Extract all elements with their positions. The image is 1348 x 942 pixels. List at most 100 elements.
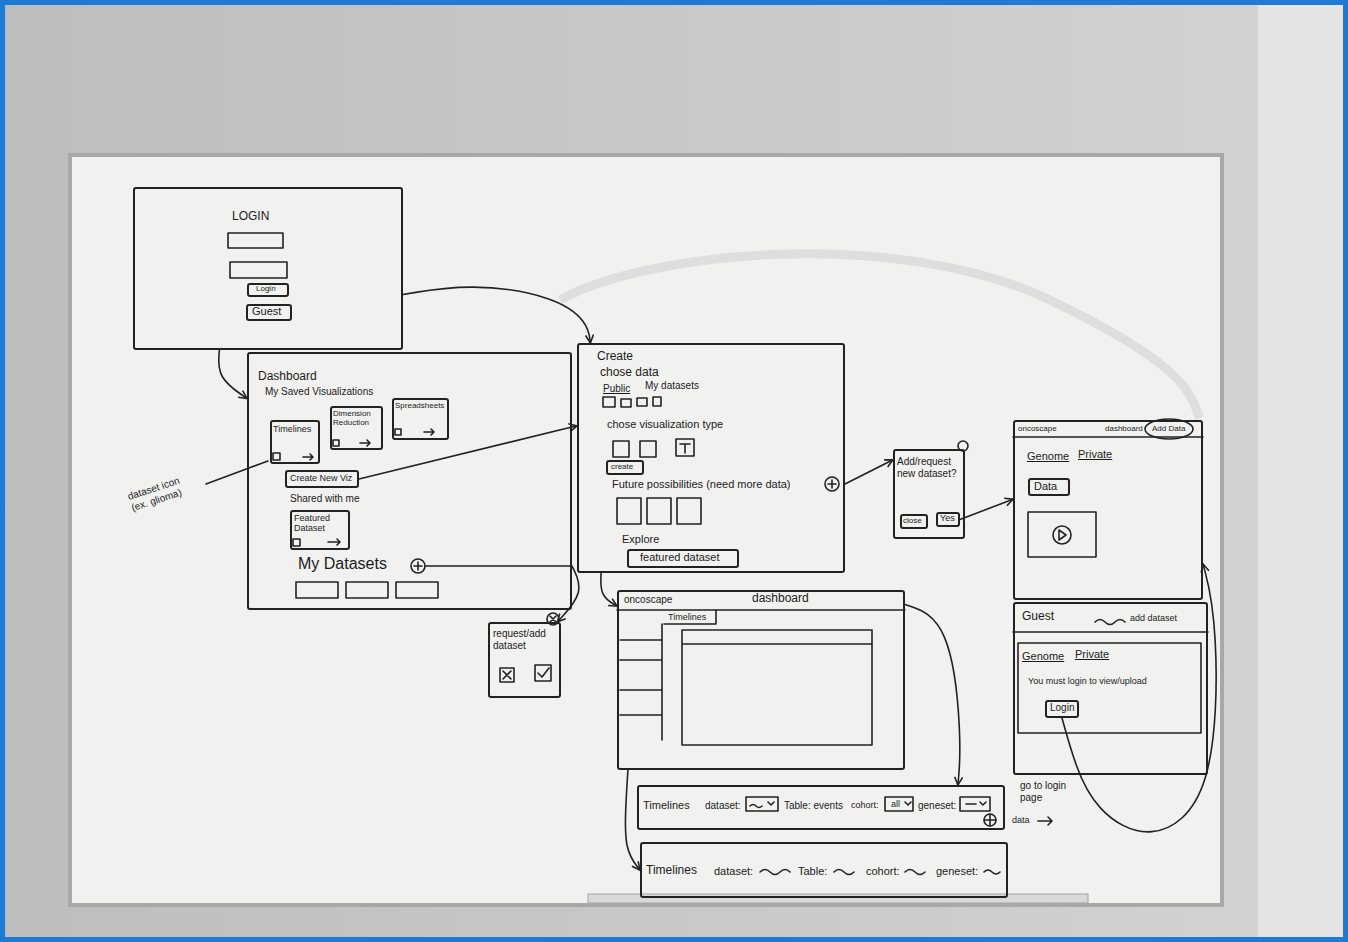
create-button: Create New Viz: [285, 470, 359, 488]
dropdowns: [746, 797, 990, 811]
app-page: oncoscape dashboard Add DataGenome PrivateD…: [1013, 420, 1203, 600]
node-text: Timelines: [643, 799, 690, 812]
video-frame: [1028, 512, 1096, 557]
node-text: Timelines: [646, 864, 697, 878]
node-text: Shared with me: [290, 493, 359, 505]
connector-arrow: [359, 426, 577, 479]
node-text: My Saved Visualizations: [265, 386, 373, 398]
popup-dialog: Add/request new dataset? close Yes: [893, 449, 965, 539]
close-icon: [958, 441, 968, 451]
whiteboard: [70, 155, 1222, 905]
node-text: Private: [1078, 448, 1112, 461]
node-text: Explore: [622, 533, 659, 546]
node-text: cohort:: [866, 865, 900, 878]
node-text: My datasets: [645, 380, 699, 392]
guest-button: Guest: [246, 304, 292, 321]
login-button: Login: [247, 283, 289, 297]
node-text: Guest: [1022, 610, 1054, 624]
node-text: Future possibilities (need more data): [612, 478, 791, 491]
node-text: geneset:: [936, 865, 978, 878]
node-text: Spreadsheets: [395, 401, 444, 410]
viz-card: Dimension Reduction: [330, 406, 383, 450]
side-wall: [1258, 0, 1348, 942]
node-text: Public: [603, 383, 630, 395]
node-text: Table: events: [784, 800, 843, 812]
app-page: Guestadd datasetGenomePrivateYou must lo…: [1013, 602, 1208, 775]
node-text: cohort:: [851, 800, 879, 810]
node-text: You must login to view/upload: [1028, 676, 1147, 686]
node-text: dataset:: [705, 800, 741, 812]
node-text: oncoscape: [624, 594, 672, 606]
note-label: data: [1012, 815, 1030, 825]
play-button: [1053, 526, 1071, 544]
viz-card: Timelines: [270, 420, 320, 464]
node-text: Login: [1050, 702, 1074, 714]
featured-button: featured dataset: [627, 549, 739, 568]
future-viz-icons: [617, 498, 701, 524]
node-text: LOGIN: [232, 210, 269, 224]
globe-icon: [984, 814, 996, 826]
node-text: Create: [597, 350, 633, 364]
connector-arrow: [219, 350, 247, 398]
dataset-tiles: [296, 582, 438, 598]
login-button: Login: [1045, 700, 1079, 718]
node-text: Create New Viz: [290, 473, 352, 483]
viz-card: Spreadsheets: [392, 398, 449, 440]
node-text: Guest: [252, 305, 281, 318]
node-text: Data: [1034, 480, 1057, 493]
node-text: Genome: [1027, 450, 1069, 463]
node-text: Add/request new dataset?: [897, 456, 959, 479]
close-button: close: [900, 514, 928, 529]
photo-frame: [3, 3, 1346, 940]
small-arrow: [1038, 817, 1052, 825]
node-text: oncoscape: [1018, 424, 1057, 433]
connector-arrow: [557, 566, 579, 622]
leader-line: [206, 461, 268, 484]
node-text: Dashboard: [258, 370, 317, 384]
erased-smudge: [560, 254, 1200, 418]
node-text: Add Data: [1152, 424, 1185, 433]
viz-type-icons: [613, 439, 694, 457]
connector-arrow: [403, 287, 590, 343]
data-option-icons: [603, 397, 661, 407]
plus-sign: [828, 480, 836, 488]
guest-wireframe: [1013, 620, 1208, 734]
yes-button: Yes: [936, 512, 960, 527]
note-label: dataset icon (ex. glioma): [126, 470, 200, 514]
cancel-confirm-icons: [500, 665, 551, 682]
node-text: geneset:: [918, 800, 956, 812]
add-leader: [414, 562, 570, 570]
node-text: chose data: [600, 366, 659, 380]
header-line: [1013, 436, 1203, 438]
close-icon: [550, 616, 556, 622]
node-text: Timelines: [668, 612, 706, 622]
data-button: Data: [1028, 478, 1070, 496]
node-text: Featured Dataset: [294, 513, 346, 534]
highlight-circle: [1145, 419, 1193, 439]
node-text: request/add dataset: [493, 628, 555, 651]
node-text: dataset:: [714, 865, 753, 878]
node-text: close: [903, 516, 922, 525]
node-text: Timelines: [273, 424, 311, 434]
node-text: Private: [1075, 648, 1109, 661]
node-text: Genome: [1022, 650, 1064, 663]
create-button: create: [606, 460, 644, 475]
dataset-card: Featured Dataset: [290, 510, 350, 550]
connector-arrow: [905, 604, 960, 785]
connector-arrow: [601, 573, 617, 606]
node-text: create: [611, 462, 633, 471]
toolbar: Timelinesdataset:Table:cohort:geneset:: [640, 842, 1008, 898]
connector-arrow: [960, 499, 1013, 519]
play-button: [1059, 530, 1066, 540]
node-text: dashboard: [1105, 424, 1143, 433]
node-text: Login: [256, 284, 276, 293]
node-text: featured dataset: [640, 551, 720, 564]
app-window: oncoscapedashboardTimelines: [617, 590, 905, 770]
login-page: LOGIN LoginGuest: [133, 187, 403, 350]
input-fields: [228, 233, 287, 278]
connector-arrow: [1062, 564, 1216, 832]
